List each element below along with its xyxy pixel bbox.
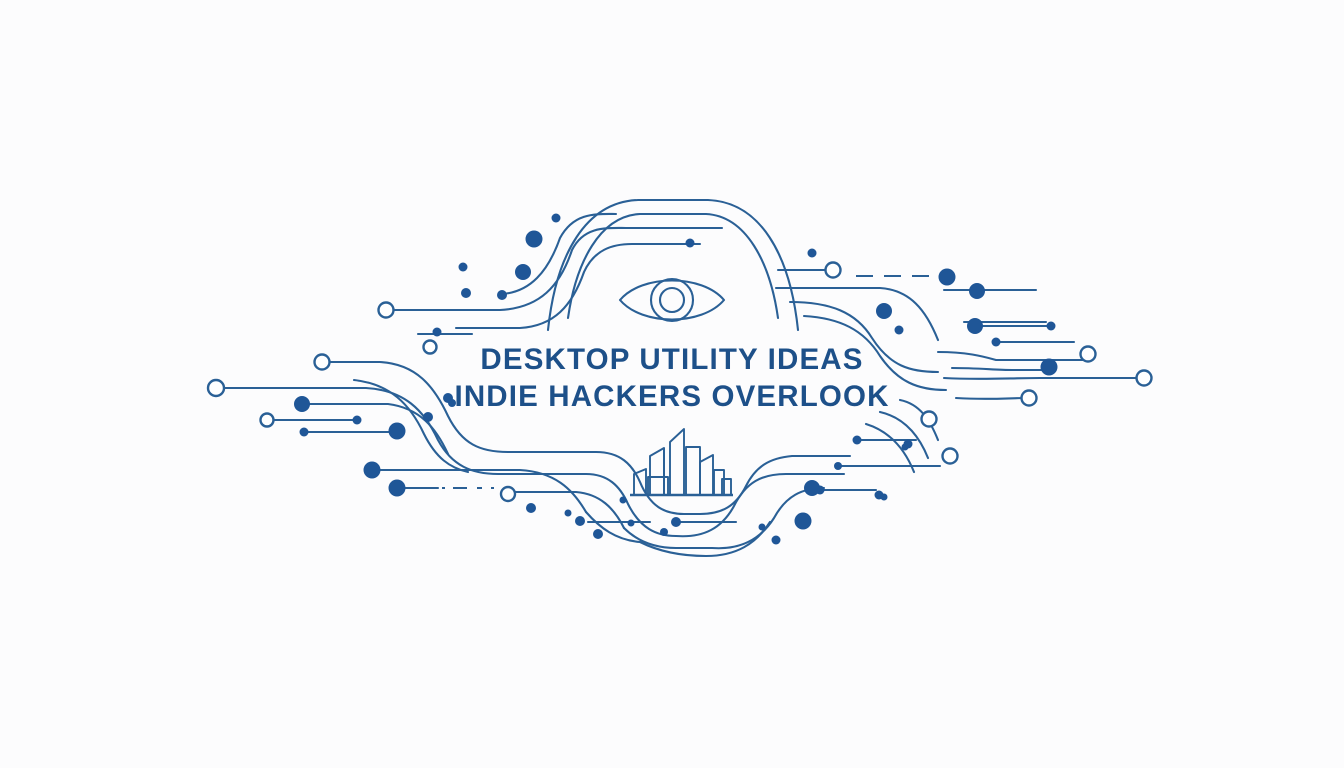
city-skyline-icon: [630, 428, 733, 497]
left-trace-group: [220, 360, 598, 476]
top-left-arch-traces: [546, 198, 800, 332]
eye-icon: [618, 277, 726, 323]
bottom-basin-right-traces: [638, 454, 852, 558]
top-left-trace-group: [384, 212, 724, 336]
top-right-dashed-traces: [782, 268, 944, 278]
top-right-trace-group: [774, 268, 1048, 392]
right-horizontal-traces: [936, 324, 1144, 400]
misc-small-traces: [674, 438, 942, 524]
hollow-terminal-circles: [206, 261, 1153, 503]
bottom-basin-traces: [584, 450, 714, 550]
scatter-dots: [448, 399, 909, 531]
